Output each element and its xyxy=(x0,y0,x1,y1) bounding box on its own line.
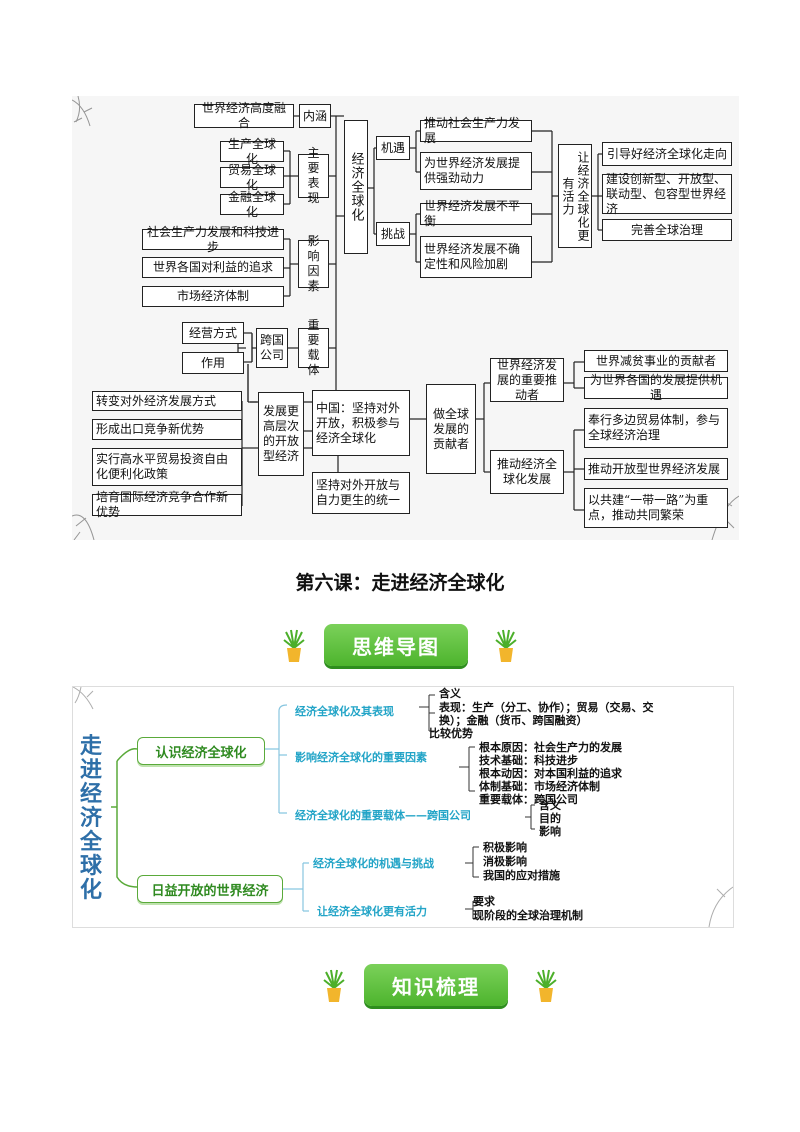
sub2-item-3: 根本动因：对本国利益的追求 xyxy=(479,767,622,780)
tiaozhan-label: 挑战 xyxy=(376,222,410,246)
sub-5: 让经济全球化更有活力 xyxy=(317,905,427,918)
sub2-item-1: 根本原因：社会生产力的发展 xyxy=(479,741,622,754)
center-node: 经济全球化 xyxy=(344,120,368,254)
tuidongzhe-item-2: 为世界各国的发展提供机遇 xyxy=(584,373,728,402)
tuidongzhe-item-1: 世界减贫事业的贡献者 xyxy=(584,350,728,372)
gaocengci-item-4: 培育国际经济竞争合作新优势 xyxy=(92,490,242,519)
plant-icon xyxy=(283,629,305,662)
kuaguo-item-1: 经营方式 xyxy=(182,322,244,344)
tuidong-quanqiu-box: 推动经济全球化发展 xyxy=(490,450,564,494)
tiaozhan-item-2: 世界经济发展不确定性和风险加剧 xyxy=(420,236,532,278)
tuidong-item-1: 奉行多边贸易体制，参与全球经济治理 xyxy=(584,408,728,448)
yingxiang-label: 影响因素 xyxy=(298,234,329,293)
sub3-item-2: 目的 xyxy=(539,812,561,825)
gaocengci-item-1: 转变对外经济发展方式 xyxy=(92,391,242,411)
yingxiang-item-1: 社会生产力发展和科技进步 xyxy=(142,225,284,254)
lesson-title: 第六课：走进经济全球化 xyxy=(295,572,505,594)
sub3-item-1: 含义 xyxy=(539,799,561,812)
mindmap-banner: 思维导图 xyxy=(324,624,468,666)
kuaguo-box: 跨国公司 xyxy=(256,328,288,368)
plant-icon xyxy=(323,969,345,1002)
plant-icon xyxy=(495,629,517,662)
zhuyao-item-2: 贸易全球化 xyxy=(220,163,284,192)
huoli-item-3: 完善全球治理 xyxy=(602,219,732,241)
plant-icon xyxy=(535,969,557,1002)
neihan-item: 世界经济高度融合 xyxy=(194,101,294,130)
zhuyao-label: 主要表现 xyxy=(298,146,329,205)
sub-4: 经济全球化的机遇与挑战 xyxy=(313,857,434,870)
sub1-item-3: 换）；金融（货币、跨国融资） xyxy=(439,714,588,727)
gaocengci-item-3: 实行高水平贸易投资自由化便利化政策 xyxy=(92,448,242,486)
tuidong-item-3: 以共建“一带一路”为重点，推动共同繁荣 xyxy=(584,488,728,528)
sub1-item-4: 比较优势 xyxy=(429,727,473,740)
sub4-item-3: 我国的应对措施 xyxy=(483,869,560,882)
knowledge-banner: 知识梳理 xyxy=(364,964,508,1006)
huoli-item-1: 引导好经济全球化走向 xyxy=(602,142,732,166)
jiyu-label: 机遇 xyxy=(376,136,410,160)
top-mind-map: 世界经济高度融合 内涵 生产全球化 贸易全球化 金融全球化 主要表现 社会生产力… xyxy=(72,96,739,540)
sub2-item-5: 重要载体：跨国公司 xyxy=(479,793,578,806)
zhuyao-item-1: 生产全球化 xyxy=(220,137,284,166)
huoli-label: 让经济全球化更有活力 xyxy=(558,144,592,248)
jiyu-item-2: 为世界经济发展提供强劲动力 xyxy=(420,152,532,190)
zaiti-label: 重要载体 xyxy=(298,318,329,377)
yingxiang-item-2: 世界各国对利益的追求 xyxy=(142,257,284,278)
sub1-item-2: 表现：生产（分工、协作）；贸易（交易、交 xyxy=(439,701,654,714)
tongyi-box: 坚持对外开放与自力更生的统一 xyxy=(312,472,410,514)
gaocengci-item-2: 形成出口竞争新优势 xyxy=(92,419,242,440)
central-title: 走进经济全球化 xyxy=(79,734,102,903)
sub5-item-2: 现阶段的全球治理机制 xyxy=(473,909,583,922)
tiaozhan-item-1: 世界经济发展不平衡 xyxy=(420,199,532,228)
tuidong-item-2: 推动开放型世界经济发展 xyxy=(584,458,728,480)
gongxian-box: 做全球发展的贡献者 xyxy=(426,384,476,474)
neihan-label: 内涵 xyxy=(299,104,331,128)
sub2-item-4: 体制基础：市场经济体制 xyxy=(479,780,600,793)
sub-2: 影响经济全球化的重要因素 xyxy=(295,751,427,764)
kuaguo-item-2: 作用 xyxy=(182,352,244,374)
huoli-item-2: 建设创新型、开放型、联动型、包容型世界经济 xyxy=(602,172,732,216)
tuidongzhe-box: 世界经济发展的重要推动者 xyxy=(490,358,564,402)
sub3-item-3: 影响 xyxy=(539,825,561,838)
sub4-item-1: 积极影响 xyxy=(483,841,527,854)
gaocengci-box: 发展更高层次的开放型经济 xyxy=(258,392,304,476)
zhuyao-item-3: 金融全球化 xyxy=(220,190,284,219)
sub4-item-2: 消极影响 xyxy=(483,855,527,868)
yingxiang-item-3: 市场经济体制 xyxy=(142,286,284,307)
jiyu-item-1: 推动社会生产力发展 xyxy=(420,116,532,145)
bottom-mind-map: 走进经济全球化 认识经济全球化 日益开放的世界经济 经济全球化及其表现 影响经济… xyxy=(72,686,734,928)
sub-1: 经济全球化及其表现 xyxy=(295,705,394,718)
china-box: 中国：坚持对外开放，积极参与经济全球化 xyxy=(312,390,410,456)
branch-2-box: 日益开放的世界经济 xyxy=(137,875,283,903)
sub2-item-2: 技术基础：科技进步 xyxy=(479,754,578,767)
sub-3: 经济全球化的重要载体——跨国公司 xyxy=(295,809,471,822)
branch-1-box: 认识经济全球化 xyxy=(137,737,265,765)
sub5-item-1: 要求 xyxy=(473,895,495,908)
bottom-map-connectors xyxy=(73,687,733,927)
sub1-item-1: 含义 xyxy=(439,687,461,700)
